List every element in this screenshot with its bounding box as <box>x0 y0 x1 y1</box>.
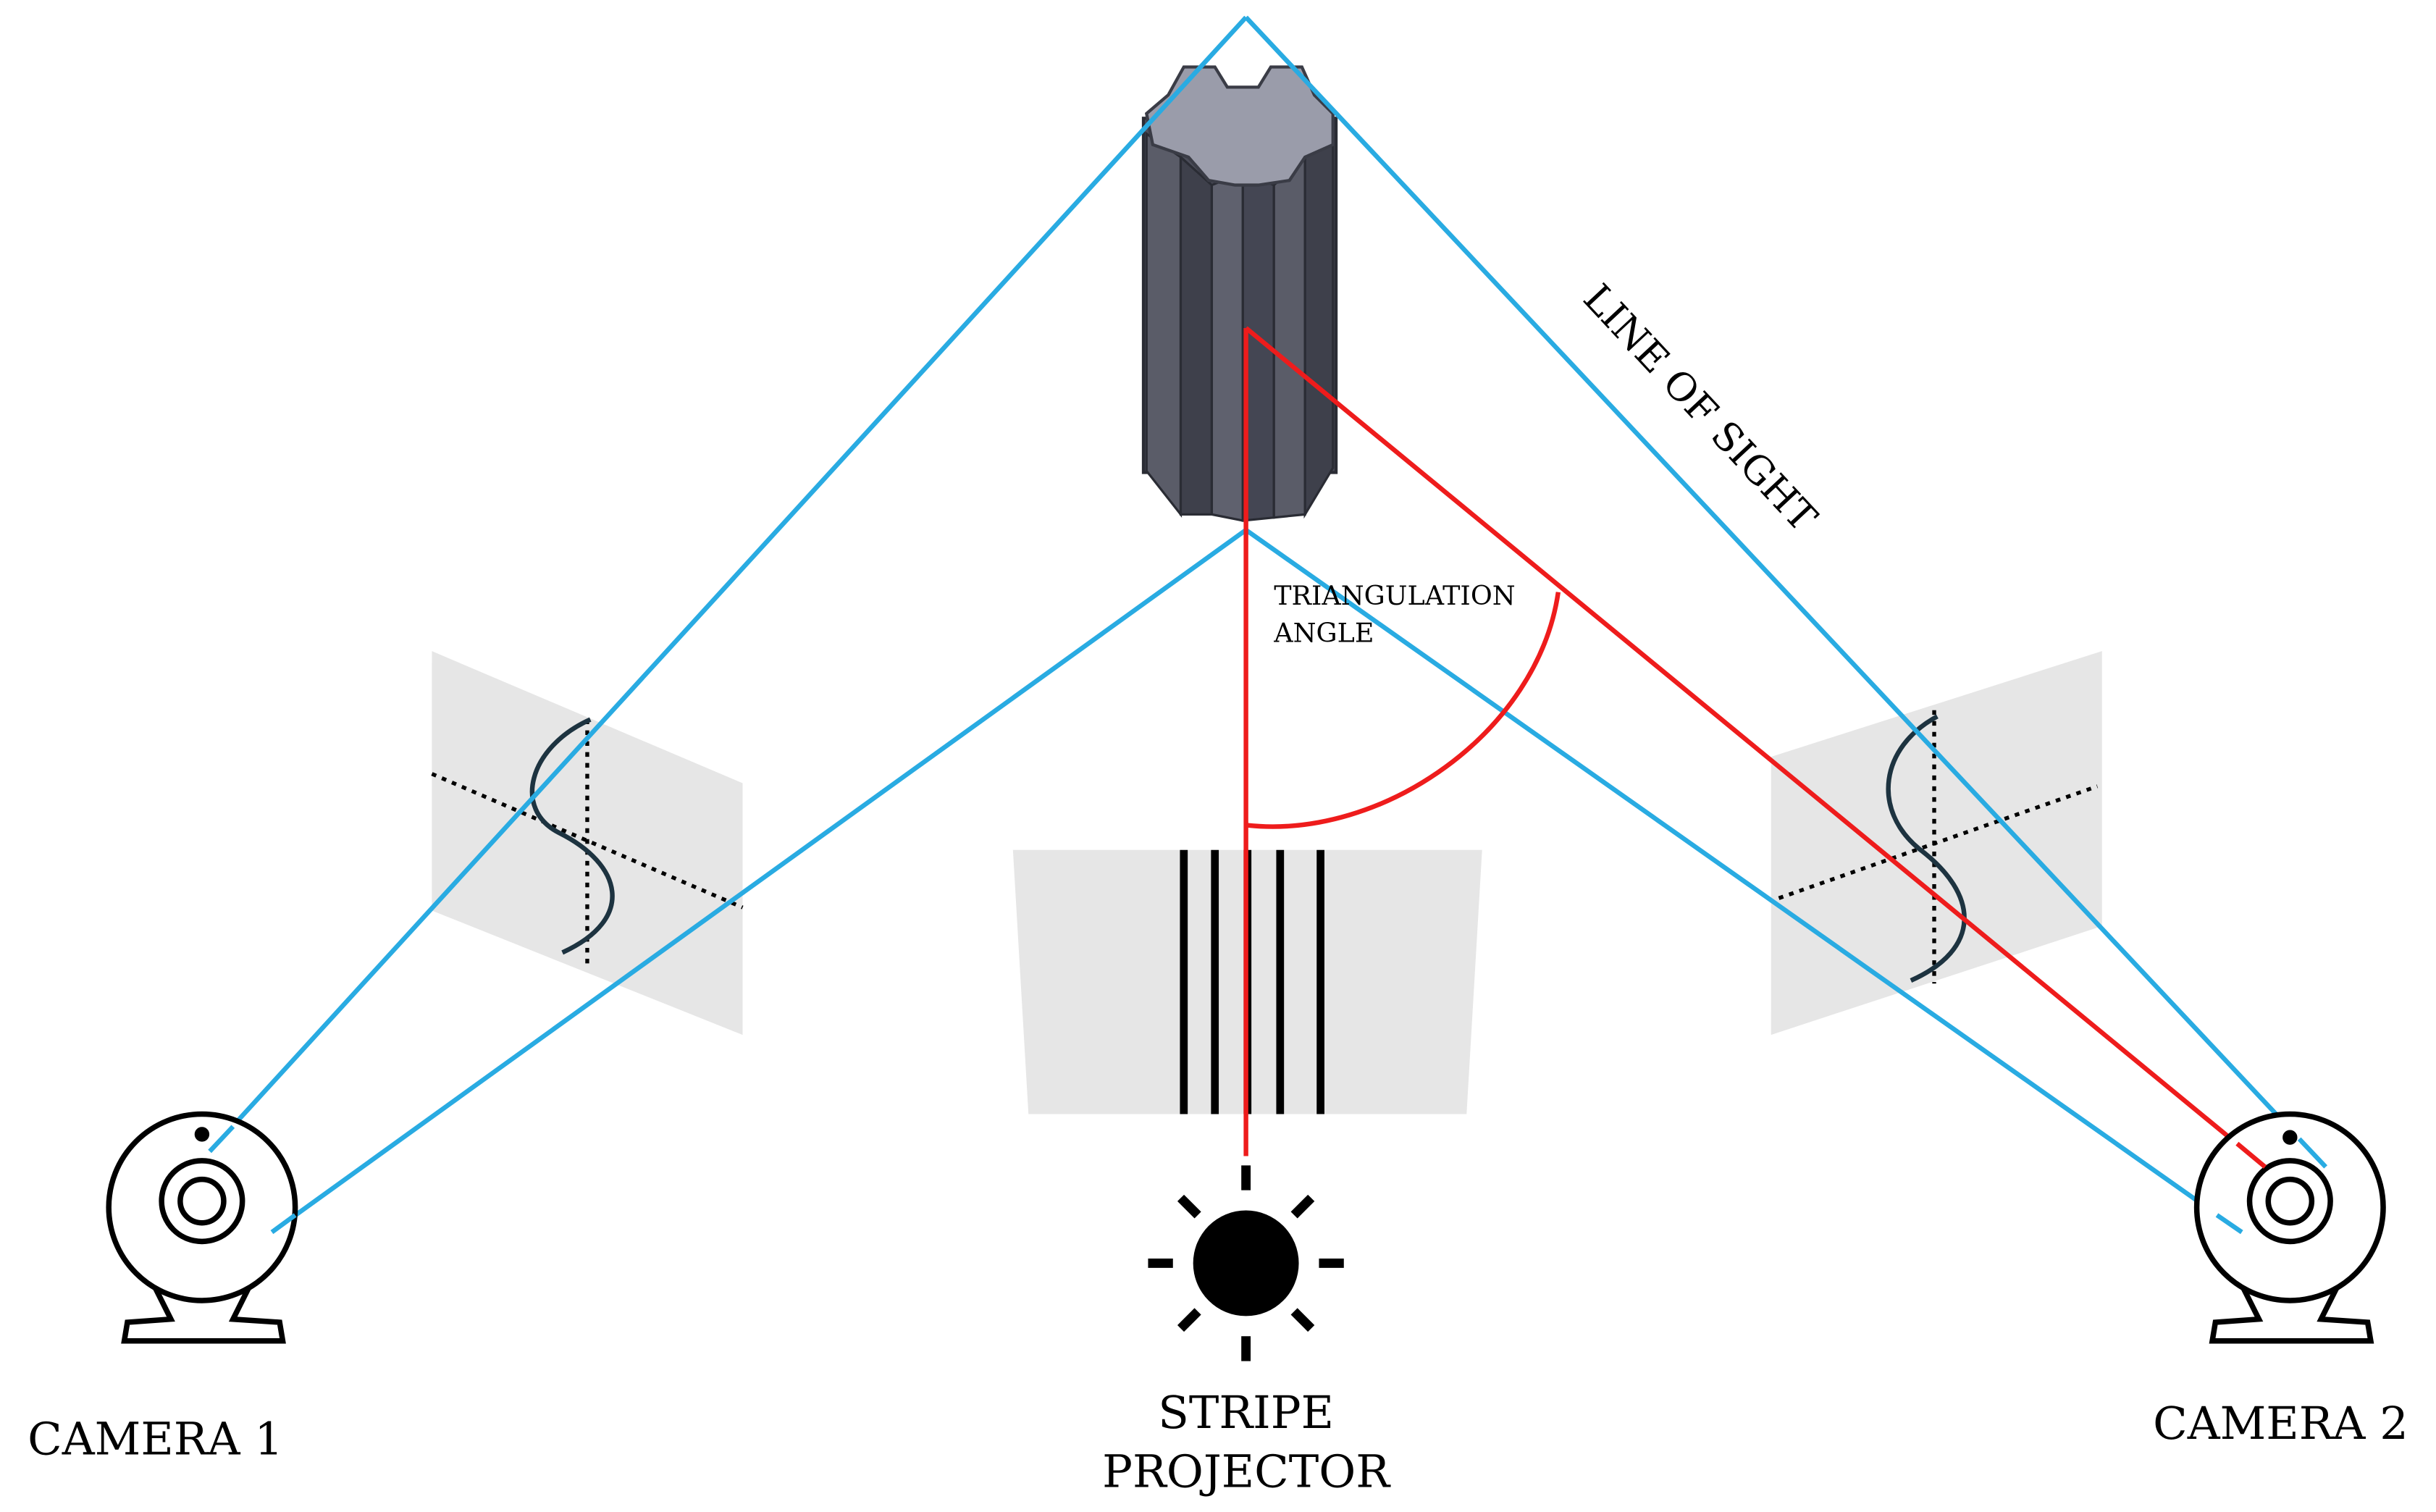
projection-lines <box>1243 326 2267 1169</box>
left-plane-wave <box>431 717 744 968</box>
sight-lines <box>208 15 2328 1235</box>
sun-icon <box>1148 1165 1344 1361</box>
gear-column-object <box>1141 65 1338 522</box>
camera-entry-red <box>2235 1141 2267 1169</box>
triangulation-label-line1: TRIANGULATION <box>1274 580 1515 611</box>
camera-1-label: CAMERA 1 <box>28 1412 283 1465</box>
projector-label-line2: PROJECTOR <box>1102 1445 1391 1498</box>
camera-entry-lines <box>208 1125 2328 1235</box>
camera-2-label: CAMERA 2 <box>2153 1397 2408 1450</box>
triangulation-label-line2: ANGLE <box>1273 617 1374 648</box>
triangulation-angle-arc <box>1246 592 1561 829</box>
camera-icon <box>2193 1111 2386 1344</box>
projector-label-line1: STRIPE <box>1158 1386 1334 1439</box>
right-plane-wave <box>1778 710 2099 984</box>
camera-icon <box>106 1111 298 1344</box>
